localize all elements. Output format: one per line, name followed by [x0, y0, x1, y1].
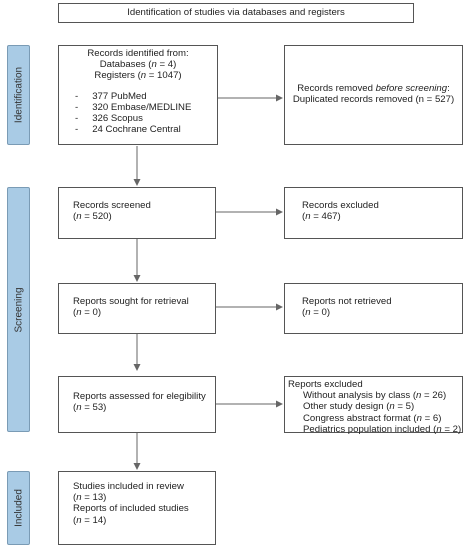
header-box: Identification of studies via databases … — [58, 3, 414, 23]
reports-assessed-box: Reports assessed for elegibility (n = 53… — [58, 376, 216, 433]
removed-line-1: Records removed before screening: — [297, 83, 450, 94]
exclusion-reason: Without analysis by class (n = 26) — [303, 390, 447, 402]
removed-line-2: Duplicated records removed (n = 527) — [292, 94, 455, 106]
identified-heading: Records identified from: — [87, 48, 189, 59]
source-item: -377 PubMed — [75, 90, 147, 102]
studies-included-count: (n = 13) — [73, 492, 107, 504]
identified-registers: Registers (n = 1047) — [94, 70, 182, 82]
studies-included-label: Studies included in review — [73, 481, 184, 492]
records-identified-box: Records identified from: Databases (n = … — [58, 45, 218, 145]
phase-identification-label: Identification — [13, 66, 24, 124]
reports-sought-box: Reports sought for retrieval (n = 0) — [58, 283, 216, 334]
phase-included: Included — [7, 471, 30, 545]
screened-count: (n = 520) — [73, 211, 112, 223]
records-removed-box: Records removed before screening: Duplic… — [284, 45, 463, 145]
not-retrieved-label: Reports not retrieved — [302, 296, 392, 307]
reports-included-label: Reports of included studies — [73, 503, 189, 515]
source-item: -320 Embase/MEDLINE — [75, 101, 192, 113]
source-item: -326 Scopus — [75, 113, 143, 125]
reports-excluded-box: Reports excluded Without analysis by cla… — [284, 376, 463, 435]
source-item: -24 Cochrane Central — [75, 124, 181, 136]
reports-not-retrieved-box: Reports not retrieved (n = 0) — [284, 283, 463, 334]
reports-included-count: (n = 14) — [73, 514, 107, 526]
assessed-label: Reports assessed for elegibility — [73, 391, 206, 402]
sought-count: (n = 0) — [73, 307, 102, 319]
studies-included-box: Studies included in review (n = 13) Repo… — [58, 471, 216, 545]
reports-excluded-heading: Reports excluded — [288, 379, 363, 390]
phase-screening: Screening — [7, 187, 30, 432]
excluded-count: (n = 467) — [302, 211, 341, 223]
assessed-count: (n = 53) — [73, 402, 107, 414]
records-excluded-box: Records excluded (n = 467) — [284, 187, 463, 239]
exclusion-reason: Pediatrics population included (n = 2) — [303, 423, 462, 435]
header-title: Identification of studies via databases … — [127, 7, 345, 18]
exclusion-reason: Congress abstract format (n = 6) — [303, 412, 442, 424]
excluded-label: Records excluded — [302, 200, 379, 211]
phase-screening-label: Screening — [13, 286, 24, 333]
records-screened-box: Records screened (n = 520) — [58, 187, 216, 239]
sought-label: Reports sought for retrieval — [73, 296, 189, 307]
not-retrieved-count: (n = 0) — [302, 307, 331, 319]
screened-label: Records screened — [73, 200, 151, 211]
phase-identification: Identification — [7, 45, 30, 145]
exclusion-reason: Other study design (n = 5) — [303, 401, 415, 413]
identified-databases: Databases (n = 4) — [99, 59, 177, 71]
phase-included-label: Included — [13, 489, 24, 527]
